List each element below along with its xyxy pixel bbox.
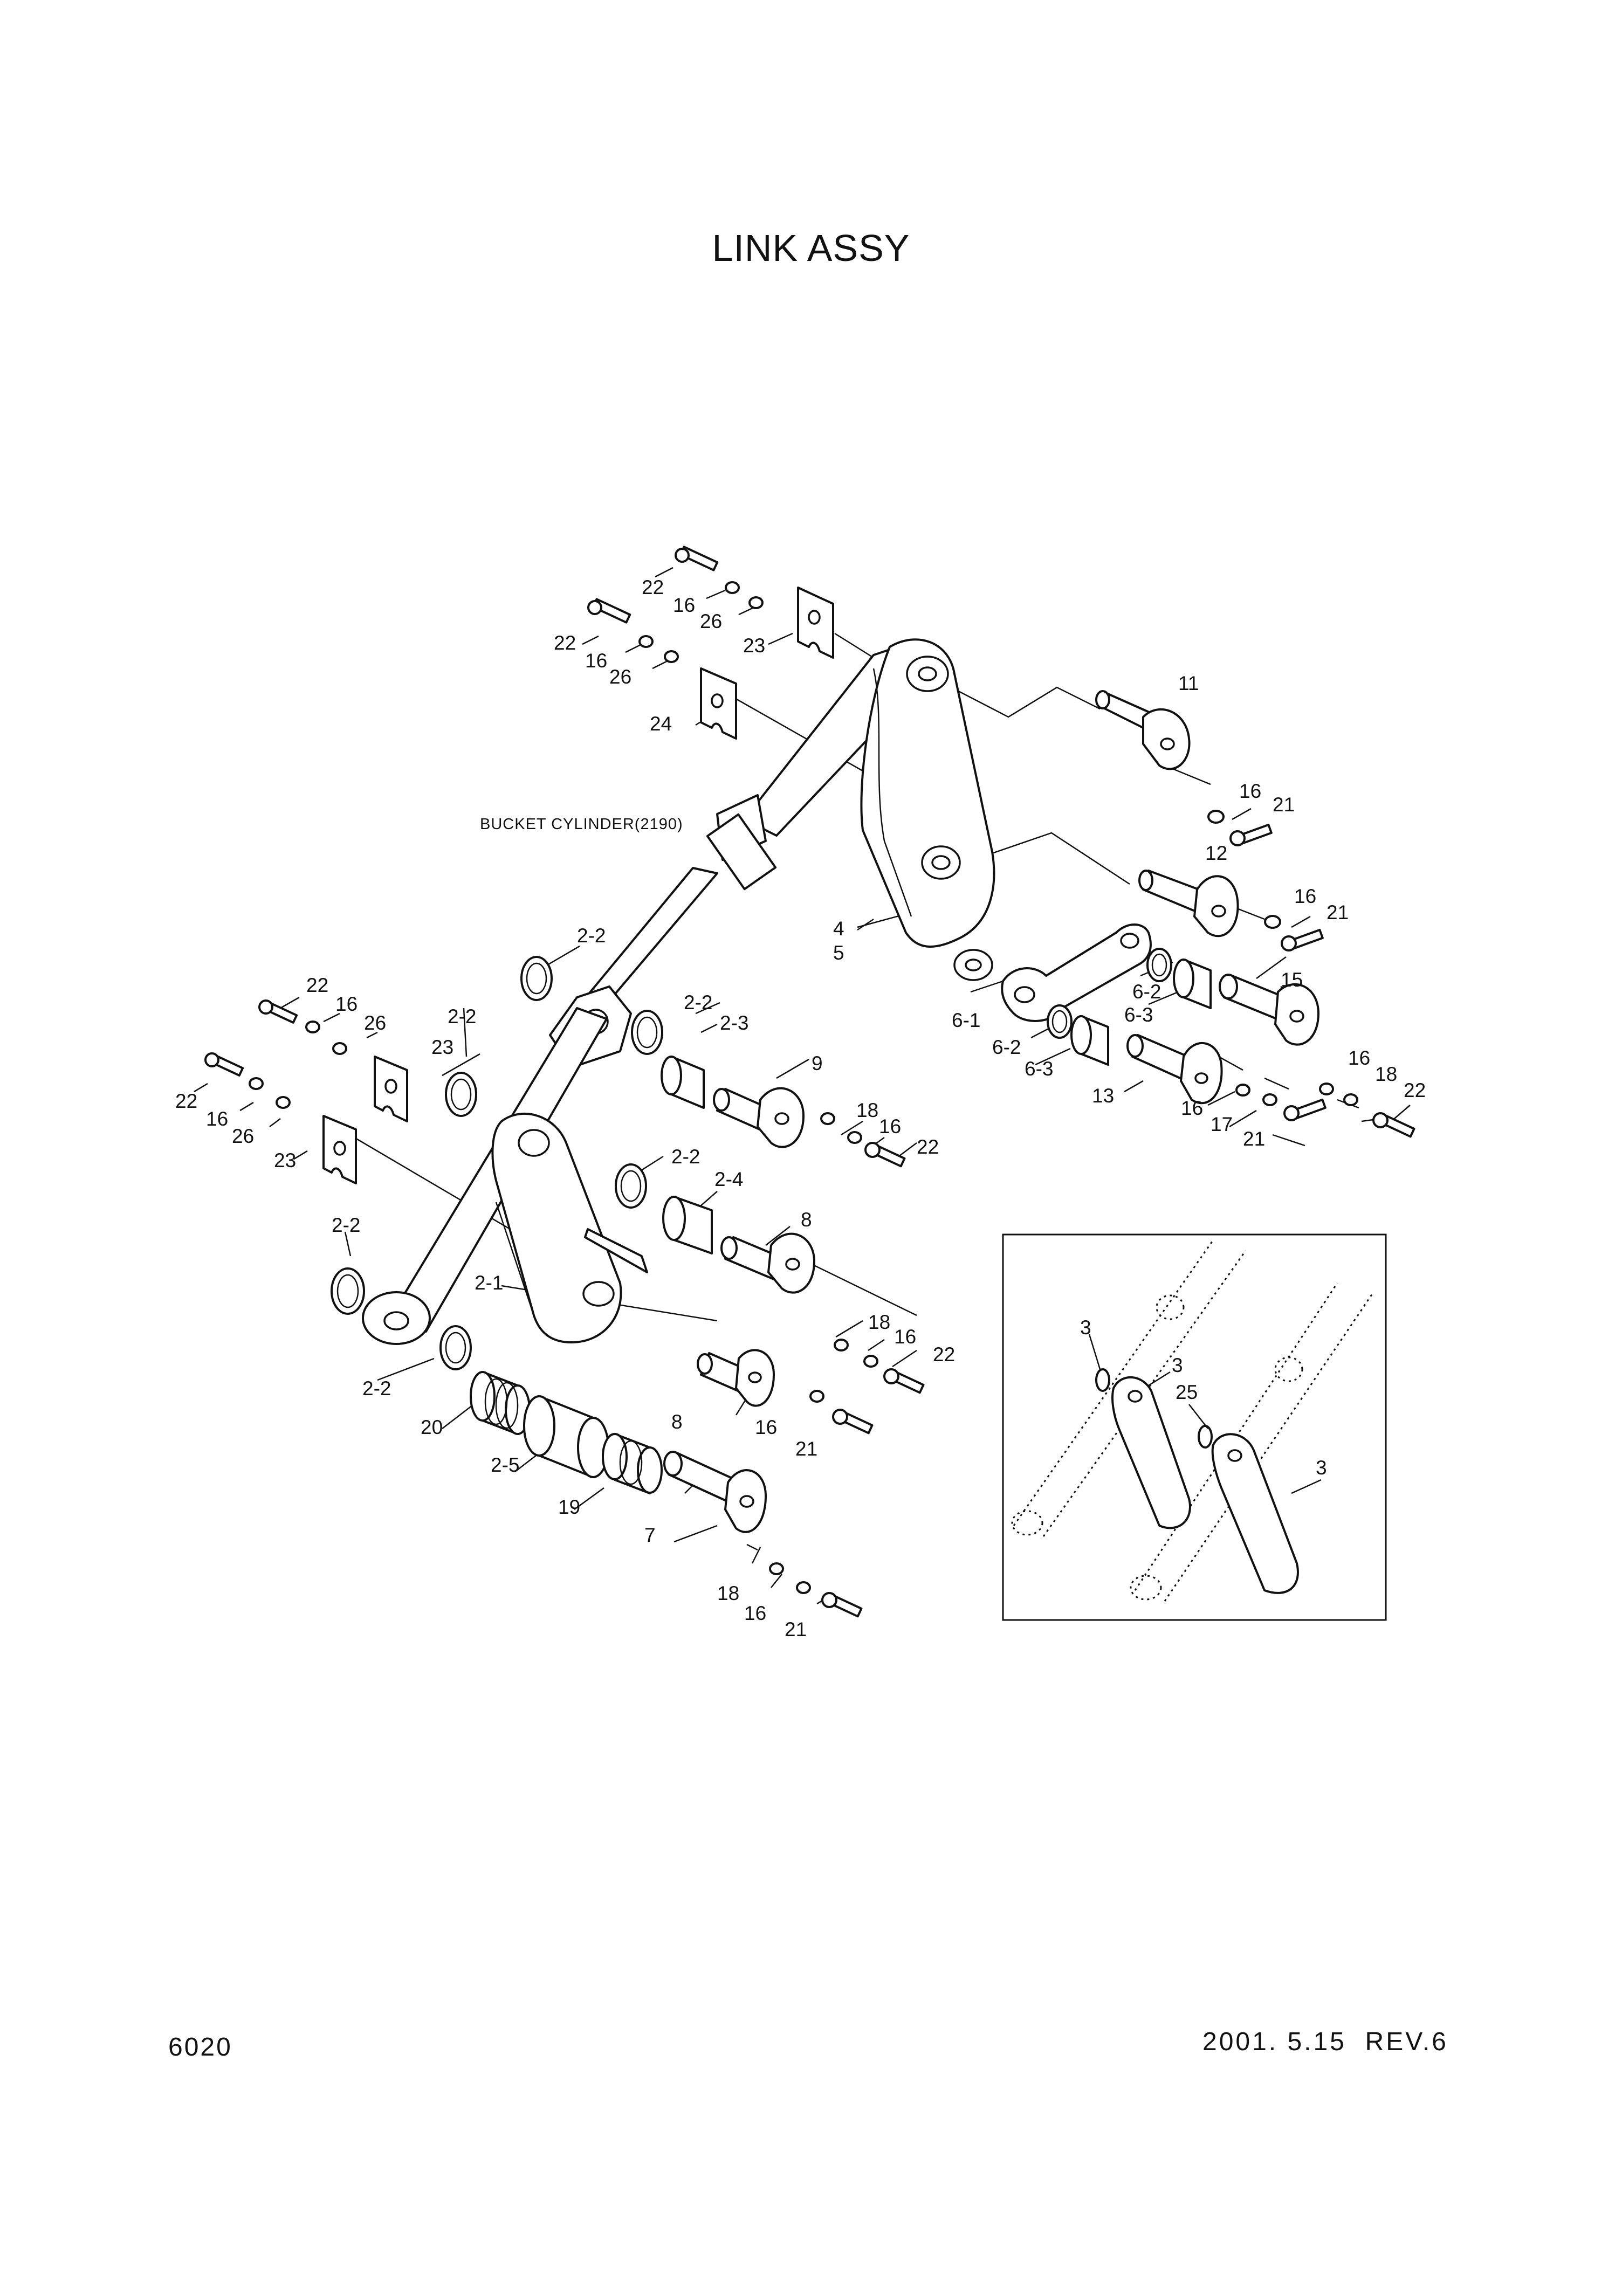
label-21: 21 (1327, 901, 1349, 923)
label-26: 26 (364, 1012, 386, 1034)
label-21: 21 (1243, 1128, 1265, 1150)
lift-arm (362, 1007, 622, 1345)
label-6-2: 6-2 (1132, 981, 1161, 1003)
label-22: 22 (306, 974, 328, 996)
page-number: 6020 (168, 2033, 232, 2061)
label-16: 16 (585, 650, 607, 672)
label-18: 18 (717, 1582, 739, 1604)
label-16: 16 (206, 1108, 228, 1130)
label-3: 3 (1172, 1354, 1183, 1376)
label-16: 16 (744, 1602, 766, 1624)
label-24: 24 (650, 713, 672, 735)
label-21: 21 (1273, 794, 1295, 816)
label-16: 16 (1239, 780, 1261, 802)
label-16: 16 (879, 1115, 901, 1137)
label-16: 16 (755, 1416, 777, 1438)
label-22: 22 (917, 1136, 939, 1158)
label-22: 22 (642, 576, 664, 598)
label-2-2: 2-2 (362, 1377, 391, 1399)
label-7: 7 (644, 1524, 656, 1546)
pins (663, 690, 1319, 1533)
label-26: 26 (609, 666, 631, 688)
label-8: 8 (671, 1411, 683, 1433)
label-2-1: 2-1 (475, 1272, 503, 1294)
label-25: 25 (1176, 1381, 1198, 1403)
label-2-2: 2-2 (684, 991, 712, 1013)
label-2-5: 2-5 (491, 1454, 519, 1476)
label-23: 23 (274, 1149, 296, 1171)
bushings-and-seals (331, 948, 1212, 1494)
label-12: 12 (1205, 842, 1227, 864)
label-23: 23 (431, 1036, 453, 1058)
page-title: LINK ASSY (712, 227, 910, 269)
part-labels: BUCKET CYLINDER(2190) 22 16 26 23 22 16 … (175, 576, 1426, 1640)
label-8: 8 (801, 1209, 812, 1231)
link-rod (1001, 923, 1152, 1022)
label-2-4: 2-4 (714, 1168, 743, 1190)
label-2-3: 2-3 (720, 1012, 748, 1034)
label-4: 4 (833, 918, 844, 940)
label-6-3: 6-3 (1025, 1058, 1053, 1080)
label-22: 22 (1404, 1079, 1426, 1101)
label-18: 18 (856, 1099, 878, 1121)
label-26: 26 (700, 610, 722, 632)
label-26: 26 (232, 1125, 254, 1147)
label-13: 13 (1092, 1085, 1114, 1107)
label-16: 16 (673, 594, 695, 616)
label-3: 3 (1080, 1316, 1091, 1339)
label-21: 21 (795, 1438, 817, 1460)
label-22: 22 (933, 1343, 955, 1366)
inset-detail (1002, 1233, 1387, 1621)
label-16: 16 (1294, 885, 1316, 907)
label-21: 21 (785, 1618, 807, 1640)
label-20: 20 (421, 1416, 443, 1438)
label-17: 17 (1211, 1113, 1233, 1135)
label-6-3: 6-3 (1124, 1004, 1153, 1026)
label-16: 16 (1181, 1097, 1203, 1119)
label-16: 16 (1348, 1047, 1370, 1069)
label-16: 16 (335, 993, 358, 1015)
label-18: 18 (868, 1311, 890, 1333)
label-22: 22 (175, 1090, 197, 1112)
label-6-1: 6-1 (952, 1009, 980, 1031)
label-3: 3 (1316, 1457, 1327, 1479)
label-23: 23 (743, 635, 765, 657)
revision-date: 2001. 5.15 REV.6 (1202, 2028, 1448, 2056)
callout-bucket-cylinder: BUCKET CYLINDER(2190) (480, 816, 683, 833)
label-5: 5 (833, 942, 844, 964)
label-2-2: 2-2 (332, 1214, 360, 1236)
label-11: 11 (1178, 672, 1199, 694)
label-18: 18 (1375, 1063, 1397, 1085)
bolts-and-washers (204, 546, 1415, 1618)
label-2-2: 2-2 (577, 925, 606, 947)
bell-crank-link (860, 638, 995, 981)
label-19: 19 (558, 1496, 580, 1518)
label-22: 22 (554, 632, 576, 654)
label-6-2: 6-2 (992, 1036, 1021, 1058)
label-2-2: 2-2 (671, 1146, 700, 1168)
label-9: 9 (812, 1052, 823, 1074)
label-15: 15 (1281, 969, 1303, 991)
label-2-2: 2-2 (448, 1005, 476, 1028)
label-16: 16 (894, 1326, 916, 1348)
